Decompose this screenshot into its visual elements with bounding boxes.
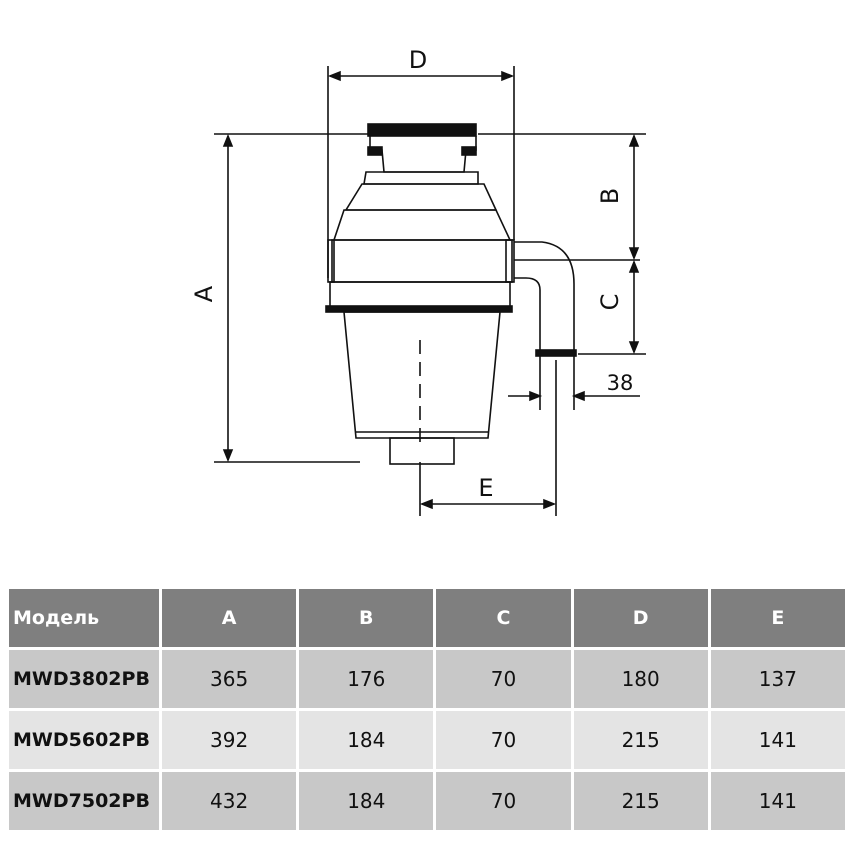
dimensions-table: Модель A B C D E MWD3802PB 365 176 70 18… [6,586,848,833]
value-cell: 141 [710,772,845,830]
dimension-label-c: C [596,294,624,311]
value-cell: 184 [299,711,434,769]
dimension-label-a: A [190,285,218,302]
disposer-dimension-drawing: D A B C 38 E [190,46,646,516]
bottom-port [389,437,455,465]
value-cell: 70 [436,711,571,769]
table-header-row: Модель A B C D E [9,589,845,647]
header-e: E [710,589,845,647]
discharge-elbow [514,241,575,353]
outlet-diameter-label: 38 [607,371,634,395]
value-cell: 215 [573,711,708,769]
motor-housing [331,239,513,283]
model-cell: MWD7502PB [9,772,159,830]
value-cell: 141 [710,711,845,769]
header-d: D [573,589,708,647]
dimension-label-d: D [409,46,427,74]
table-row: MWD5602PB 392 184 70 215 141 [9,711,845,769]
value-cell: 176 [299,650,434,708]
header-c: C [436,589,571,647]
value-cell: 392 [162,711,297,769]
header-a: A [162,589,297,647]
value-cell: 432 [162,772,297,830]
header-model: Модель [9,589,159,647]
value-cell: 215 [573,772,708,830]
dimension-label-e: E [478,474,493,502]
table-row: MWD3802PB 365 176 70 180 137 [9,650,845,708]
model-cell: MWD5602PB [9,711,159,769]
model-cell: MWD3802PB [9,650,159,708]
upper-cone [363,171,479,185]
dimension-label-b: B [596,188,624,204]
value-cell: 184 [299,772,434,830]
value-cell: 365 [162,650,297,708]
value-cell: 180 [573,650,708,708]
header-b: B [299,589,434,647]
value-cell: 70 [436,650,571,708]
lower-chamber [343,311,501,439]
value-cell: 70 [436,772,571,830]
top-flange [367,123,477,137]
value-cell: 137 [710,650,845,708]
neck [369,136,477,173]
table-row: MWD7502PB 432 184 70 215 141 [9,772,845,830]
